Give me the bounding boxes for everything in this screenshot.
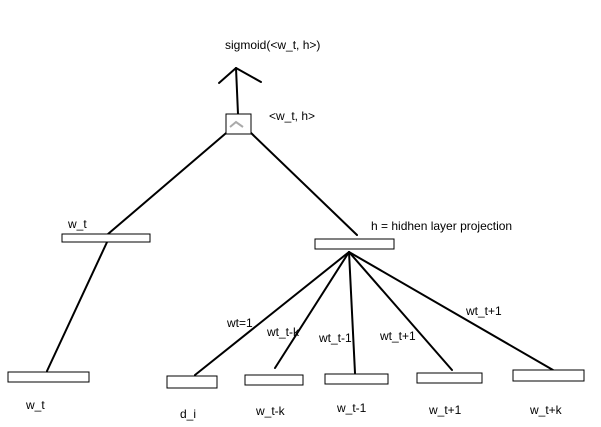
edge-wt-to-input <box>46 239 109 372</box>
input-node-wt <box>7 371 90 383</box>
dot-product-mark <box>229 120 244 128</box>
edge-hidden-to-di <box>194 251 350 376</box>
input-node-wtk <box>244 374 304 386</box>
input-label-wtk-plus: w_t+k <box>529 403 563 417</box>
output-label: sigmoid(<w_t, h>) <box>225 38 320 52</box>
edge-hidden-to-wt-minus1 <box>348 251 356 374</box>
input-label-di: d_i <box>180 407 196 421</box>
input-node-wt-plus1 <box>416 372 483 384</box>
edge-label-wt-plus1-inner: wt_t+1 <box>379 329 416 343</box>
dot-product-label: <w_t, h> <box>269 109 315 123</box>
output-arrow-head-right <box>235 67 262 83</box>
hidden-projection-node <box>314 238 395 250</box>
input-label-wtk: w_t-k <box>255 404 286 418</box>
wt-node-label: w_t <box>67 217 87 231</box>
input-label-wt-plus1: w_t+1 <box>428 403 462 417</box>
edge-dot-to-wt <box>107 127 233 235</box>
wt-node <box>61 233 151 243</box>
input-label-wt-minus1: w_t-1 <box>336 401 367 415</box>
input-node-wt-minus1 <box>324 373 389 385</box>
edge-hidden-to-wt-plus1 <box>348 251 453 371</box>
edge-hidden-to-wtk-plus <box>348 251 554 371</box>
edge-label-wtk: wt_t-k <box>266 325 300 339</box>
input-label-wt: w_t <box>25 398 45 412</box>
edge-label-wt-plus1-outer: wt_t+1 <box>465 304 502 318</box>
output-arrow-shaft <box>235 67 239 115</box>
edge-hidden-to-wtk <box>274 251 350 369</box>
edge-label-wt1: wt=1 <box>226 316 253 330</box>
edge-label-wt-minus1: wt_t-1 <box>318 331 352 345</box>
input-node-di <box>166 375 218 389</box>
input-node-wtk-plus <box>512 369 585 382</box>
output-arrow-head-left <box>218 67 237 84</box>
edge-dot-to-hidden <box>249 131 358 236</box>
hidden-label: h = hidhen layer projection <box>371 219 512 233</box>
